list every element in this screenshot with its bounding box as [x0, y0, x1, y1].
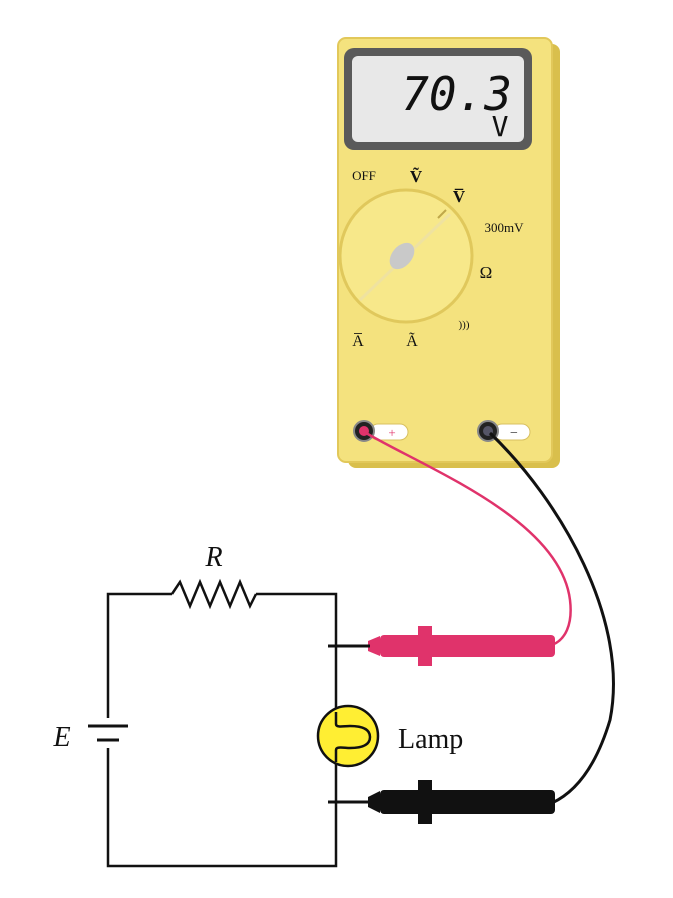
dial-label-continuity: ))): [459, 319, 470, 331]
circuit: [106, 578, 338, 868]
terminal-pos-label: +: [388, 425, 395, 440]
wire-bottom: [106, 748, 338, 868]
black-probe[interactable]: [328, 780, 555, 824]
dial-tick: [437, 209, 447, 219]
red-probe-guard: [418, 626, 432, 666]
dial-label-300mv: 300mV: [485, 220, 525, 235]
multimeter: 70.3 V OFF Ṽ V̅ 300mV Ω ))) A̅ Ã + −: [337, 37, 560, 468]
dial-label-ac-volts: Ṽ: [410, 166, 423, 186]
lcd-unit: V: [492, 110, 509, 143]
dial-knob: [389, 242, 415, 270]
lcd-screen: [352, 56, 524, 142]
black-probe-guard: [418, 780, 432, 824]
lamp-label: Lamp: [398, 724, 463, 755]
lamp-filament: [334, 712, 372, 762]
black-probe-handle: [380, 790, 555, 814]
battery-source: [88, 724, 128, 742]
lamp-bulb: [316, 704, 380, 768]
dial-label-off: OFF: [352, 168, 376, 183]
resistor-label: R: [204, 542, 222, 573]
red-probe-handle: [380, 635, 555, 657]
red-probe-tip-cone: [368, 636, 380, 656]
source-label: E: [52, 722, 70, 753]
lamp: [316, 704, 380, 768]
red-lead-wire: [365, 431, 572, 647]
wire-top-left: [106, 592, 172, 718]
terminal-neg-label: −: [510, 426, 518, 441]
wire-top-right: [256, 592, 338, 712]
black-lead-wire: [488, 431, 615, 805]
dial-label-ohms: Ω: [480, 263, 493, 282]
dial-label-dc-volts: V̅: [453, 187, 466, 206]
dial-label-dc-amps: A̅: [352, 332, 364, 350]
red-probe[interactable]: [328, 626, 555, 666]
dial-label-ac-amps: Ã: [406, 332, 418, 350]
resistor: [170, 578, 258, 610]
black-probe-tip-cone: [368, 791, 380, 813]
lcd-value: 70.3: [401, 67, 512, 121]
